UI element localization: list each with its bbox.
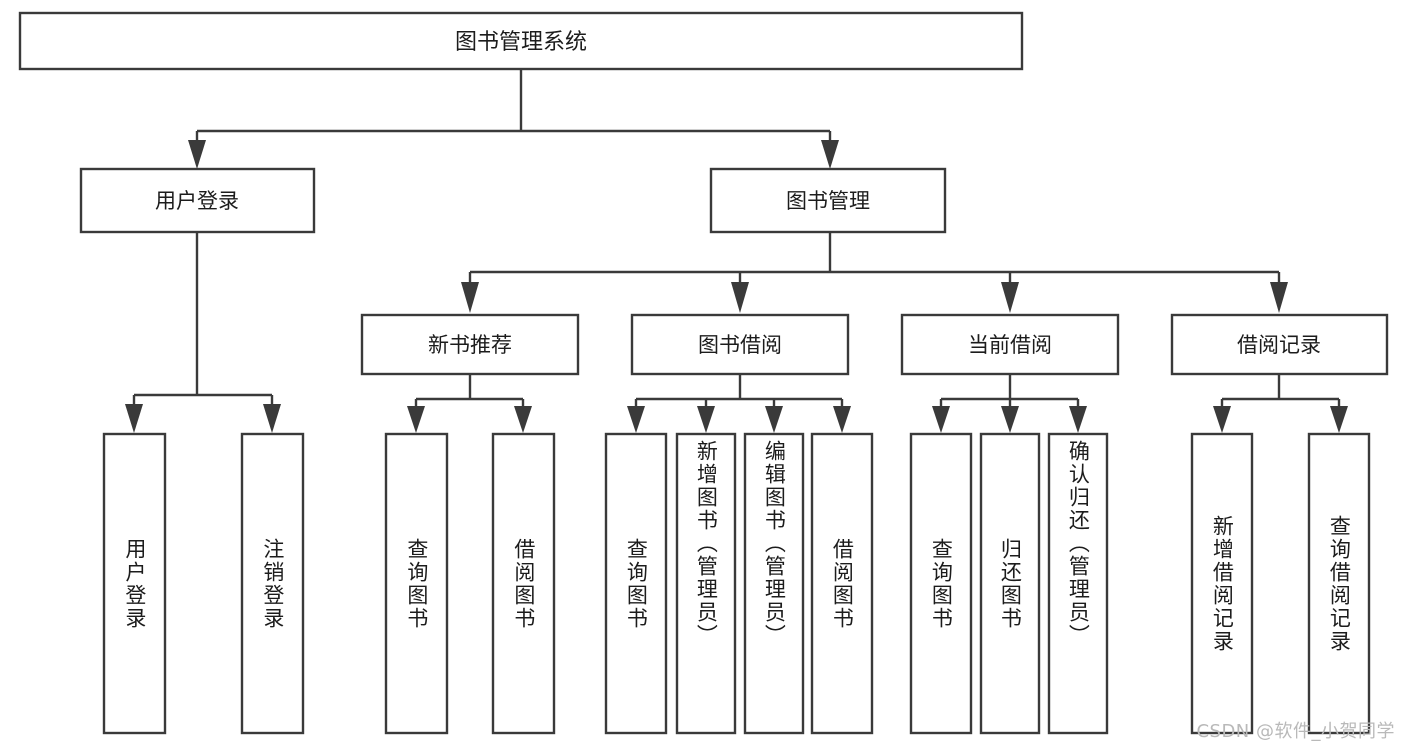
leaf-box-borrow-record-0[interactable] bbox=[1190, 432, 1254, 735]
node-new-book-recommend-label: 新书推荐 bbox=[428, 333, 512, 357]
leaf-box-current-borrow-0[interactable] bbox=[909, 432, 973, 735]
arrow-head-leaf-user-login-1 bbox=[263, 404, 281, 433]
arrow-head-leaf-current-borrow-1 bbox=[1001, 406, 1019, 433]
node-root-book-management-system[interactable] bbox=[18, 11, 1024, 71]
leaf-box-book-borrow-3[interactable] bbox=[810, 432, 874, 735]
leaf-box-user-login-0[interactable] bbox=[102, 432, 167, 735]
leaf-box-borrow-record-1[interactable] bbox=[1307, 432, 1371, 735]
arrow-head-leaf-book-borrow-3 bbox=[833, 406, 851, 433]
arrow-head-leaf-new-book-0 bbox=[407, 406, 425, 433]
arrow-head-user-login bbox=[188, 140, 206, 169]
arrow-head-new-book bbox=[461, 282, 479, 313]
node-current-borrow-label: 当前借阅 bbox=[968, 333, 1052, 357]
leaf-box-new-book-1[interactable] bbox=[491, 432, 556, 735]
arrow-head-current-borrow bbox=[1001, 282, 1019, 313]
arrow-head-leaf-borrow-record-1 bbox=[1330, 406, 1348, 433]
node-book-borrow-label: 图书借阅 bbox=[698, 333, 782, 357]
leaf-box-book-borrow-1[interactable] bbox=[675, 432, 737, 735]
arrow-head-leaf-current-borrow-2 bbox=[1069, 406, 1087, 433]
node-root-label: 图书管理系统 bbox=[455, 30, 587, 55]
leaf-box-user-login-1[interactable] bbox=[240, 432, 305, 735]
node-borrow-record[interactable] bbox=[1170, 313, 1389, 376]
node-current-borrow[interactable] bbox=[900, 313, 1120, 376]
node-book-management-label: 图书管理 bbox=[786, 189, 870, 213]
arrow-head-leaf-borrow-record-0 bbox=[1213, 406, 1231, 433]
arrow-head-leaf-book-borrow-2 bbox=[765, 406, 783, 433]
node-user-login-label: 用户登录 bbox=[155, 189, 239, 213]
node-book-borrow[interactable] bbox=[630, 313, 850, 376]
connector-layer bbox=[125, 69, 1348, 433]
arrow-head-leaf-current-borrow-0 bbox=[932, 406, 950, 433]
node-layer: 图书管理系统 用户登录 图书管理 新书推荐 图书借阅 当前借阅 借阅记录 bbox=[18, 11, 1389, 735]
node-user-login[interactable] bbox=[79, 167, 316, 234]
arrow-head-book-borrow bbox=[731, 282, 749, 313]
arrow-head-leaf-book-borrow-0 bbox=[627, 406, 645, 433]
arrow-head-leaf-new-book-1 bbox=[514, 406, 532, 433]
node-borrow-record-label: 借阅记录 bbox=[1237, 333, 1321, 357]
arrow-head-book-manage bbox=[821, 140, 839, 169]
arrow-head-borrow-record bbox=[1270, 282, 1288, 313]
watermark-text: CSDN @软件_小贺同学 bbox=[1196, 721, 1395, 742]
leaf-box-current-borrow-2[interactable] bbox=[1047, 432, 1109, 735]
leaf-box-book-borrow-0[interactable] bbox=[604, 432, 668, 735]
node-new-book-recommend[interactable] bbox=[360, 313, 580, 376]
leaf-box-current-borrow-1[interactable] bbox=[979, 432, 1041, 735]
arrow-head-leaf-user-login-0 bbox=[125, 404, 143, 433]
leaf-box-new-book-0[interactable] bbox=[384, 432, 449, 735]
leaf-box-book-borrow-2[interactable] bbox=[743, 432, 805, 735]
arrow-head-leaf-book-borrow-1 bbox=[697, 406, 715, 433]
node-book-management[interactable] bbox=[709, 167, 947, 234]
